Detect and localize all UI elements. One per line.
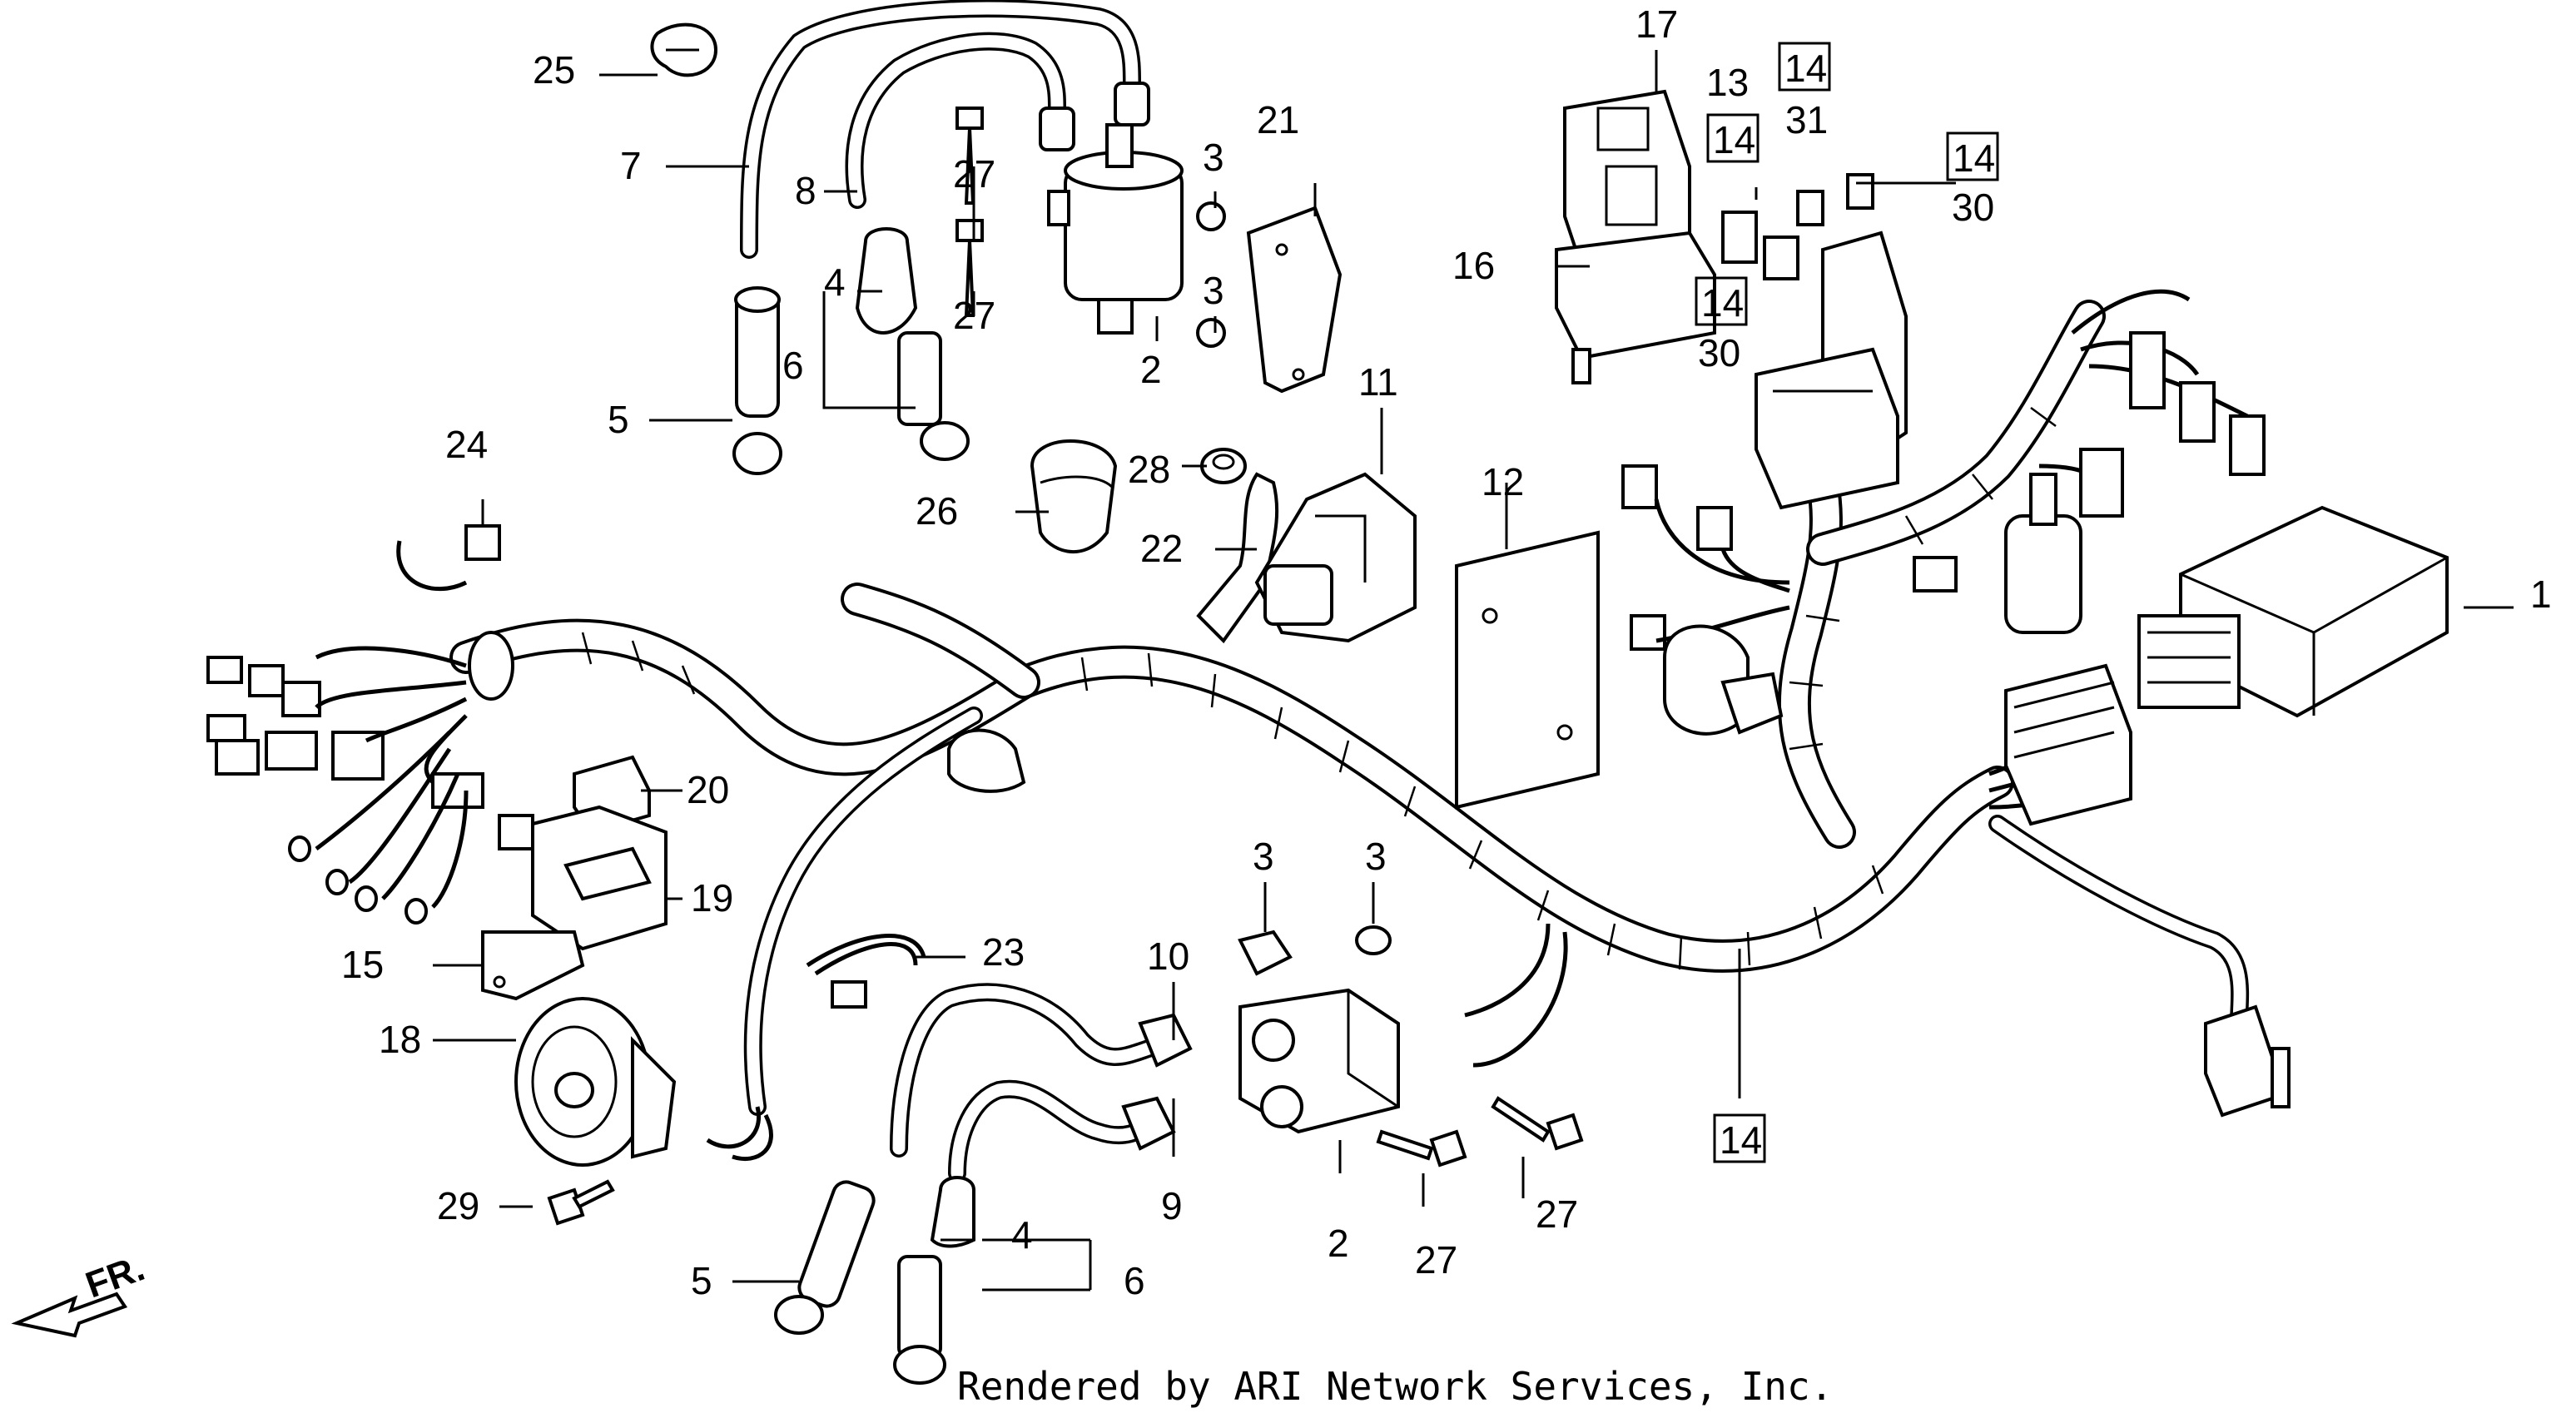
- front-direction-marker: FR.: [11, 1247, 150, 1338]
- callout-15: 15: [341, 943, 384, 986]
- part-29-bolt: [547, 1179, 615, 1226]
- callout-30-a: 30: [1952, 186, 1994, 229]
- callout-29: 29: [437, 1184, 479, 1227]
- callout-26: 26: [916, 489, 958, 533]
- part-3-nuts-top: [1196, 201, 1226, 348]
- callout-20: 20: [687, 768, 729, 811]
- part-16-relay: [1555, 231, 1716, 384]
- callout-27-a: 27: [953, 152, 995, 196]
- callout-23: 23: [982, 930, 1025, 974]
- part-28-collar: [1200, 448, 1247, 484]
- callout-2-top: 2: [1140, 348, 1162, 391]
- callout-9: 9: [1161, 1184, 1183, 1227]
- callout-4-top: 4: [824, 260, 846, 304]
- callout-3-b: 3: [1203, 269, 1224, 312]
- part-11-unit: [1254, 472, 1417, 643]
- callout-22: 22: [1140, 527, 1183, 570]
- bolts-27-top: [955, 107, 984, 317]
- leader-lines: [433, 50, 2514, 1292]
- callout-28: 28: [1128, 448, 1170, 491]
- center-connectors: [1621, 464, 1790, 736]
- part-26-cover: [1030, 439, 1118, 553]
- callout-5-top: 5: [608, 398, 629, 441]
- callout-19: 19: [691, 876, 733, 920]
- callout-14-box-e: [1713, 1113, 1766, 1163]
- render-credit: Rendered by ARI Network Services, Inc.: [957, 1364, 1833, 1409]
- callout-4-bottom: 4: [1011, 1213, 1033, 1257]
- callout-14-a: 14: [1784, 47, 1827, 90]
- callout-21: 21: [1257, 98, 1299, 141]
- callout-14-e: 14: [1720, 1118, 1762, 1162]
- callout-14-c: 14: [1953, 136, 1995, 180]
- callout-6-top: 6: [782, 344, 804, 387]
- fuse-box: [1755, 231, 1908, 510]
- callout-27-d: 27: [1536, 1192, 1578, 1236]
- harness-clip-left: [947, 728, 1026, 793]
- callout-3-c: 3: [1253, 835, 1274, 878]
- part-22-stay: [1196, 472, 1279, 644]
- part-2-solenoid-top: [1047, 123, 1184, 335]
- callout-13: 13: [1706, 61, 1749, 104]
- callout-24: 24: [445, 423, 488, 466]
- callout-3-a: 3: [1203, 136, 1224, 179]
- callout-5-bottom: 5: [691, 1259, 712, 1302]
- part-3-nuts-bottom: [1238, 925, 1392, 976]
- callout-14-d: 14: [1701, 281, 1744, 325]
- callout-7: 7: [620, 144, 642, 187]
- part-18-horn: [514, 997, 677, 1167]
- callout-2-bottom: 2: [1328, 1222, 1349, 1265]
- callout-12: 12: [1482, 460, 1524, 503]
- part-25-clamp: [650, 22, 718, 77]
- callout-8: 8: [795, 169, 816, 212]
- callout-1: 1: [2530, 573, 2552, 616]
- callout-18: 18: [379, 1018, 421, 1061]
- part-21-bracket: [1246, 206, 1343, 394]
- spark-plug-cables-bottom: [774, 983, 1193, 1385]
- callout-14-box-d: [1695, 276, 1748, 326]
- callout-14-box-a: [1778, 42, 1831, 92]
- callout-25: 25: [533, 48, 575, 92]
- fuses-31-30: [1721, 173, 1874, 280]
- left-connector-cluster: [206, 631, 514, 925]
- callout-14-box-c: [1946, 131, 1999, 181]
- callout-14-box-b: [1706, 113, 1760, 163]
- callout-3-d: 3: [1365, 835, 1387, 878]
- callout-6-bottom: 6: [1124, 1259, 1145, 1302]
- callout-27-c: 27: [1415, 1238, 1457, 1282]
- callout-27-b: 27: [953, 294, 995, 337]
- part-2-coil-bottom: [1238, 988, 1400, 1134]
- bottom-right-connector: [2204, 1004, 2291, 1118]
- part-19-unit: [498, 805, 668, 951]
- callout-labels: 1 2 2 3 3 3 3 4 4 5 5 6 6 7 8 9 10 11 12…: [341, 2, 2552, 1302]
- front-direction-label: FR.: [81, 1247, 150, 1306]
- callout-31: 31: [1785, 98, 1828, 141]
- callout-16: 16: [1452, 244, 1495, 287]
- part-1-ecu: [2004, 505, 2449, 826]
- bolts-27-bottom: [1376, 1096, 1584, 1168]
- callout-10: 10: [1147, 935, 1189, 978]
- part-12-sheet: [1455, 530, 1600, 810]
- callout-30-b: 30: [1698, 331, 1740, 374]
- main-wire-harness: [449, 300, 2250, 1162]
- callout-11: 11: [1358, 360, 1398, 404]
- callout-17: 17: [1635, 2, 1678, 46]
- part-23-band: [806, 934, 926, 1009]
- right-upper-connectors: [1913, 289, 2266, 634]
- part-15-bracket: [481, 930, 585, 1001]
- spark-plug-cables-top: [732, 0, 1150, 475]
- callout-14-b: 14: [1713, 118, 1755, 161]
- part-24-clip: [396, 524, 501, 592]
